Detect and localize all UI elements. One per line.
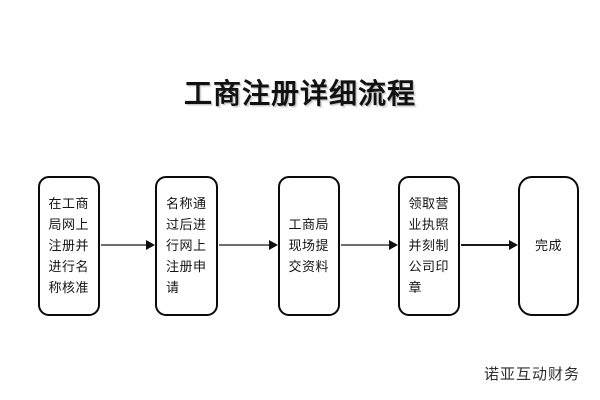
flow-node-step-1[interactable]: 在工商局网上注册并进行名称核准	[38, 176, 100, 316]
arrow-shaft	[461, 244, 510, 246]
page-title: 工商注册详细流程	[183, 77, 416, 110]
arrow-shaft	[219, 244, 270, 246]
flow-node-step-2[interactable]: 名称通过后进行网上注册申请	[155, 176, 218, 316]
flow-arrow-step3-step4	[341, 239, 398, 253]
arrow-shaft	[341, 244, 390, 246]
arrow-head-icon	[509, 240, 518, 250]
flow-node-label: 领取营业执照并刻制公司印章	[408, 196, 450, 296]
flow-node-label: 工商局现场提交资料	[288, 217, 330, 275]
flow-node-step-4[interactable]: 领取营业执照并刻制公司印章	[398, 176, 460, 316]
arrow-head-icon	[269, 240, 278, 250]
flow-arrow-step1-step2	[101, 239, 155, 253]
flow-node-label: 在工商局网上注册并进行名称核准	[48, 196, 90, 296]
watermark-text: 诺亚互动财务	[483, 365, 580, 383]
flow-node-label: 名称通过后进行网上注册申请	[166, 196, 207, 296]
flow-arrow-step4-step5	[461, 239, 518, 253]
flow-node-step-5[interactable]: 完成	[518, 176, 579, 316]
flow-node-label: 完成	[534, 238, 562, 254]
arrow-shaft	[101, 244, 147, 246]
arrow-head-icon	[146, 240, 155, 250]
flow-arrow-step2-step3	[219, 239, 278, 253]
arrow-head-icon	[389, 240, 398, 250]
flow-node-step-3[interactable]: 工商局现场提交资料	[278, 176, 340, 316]
